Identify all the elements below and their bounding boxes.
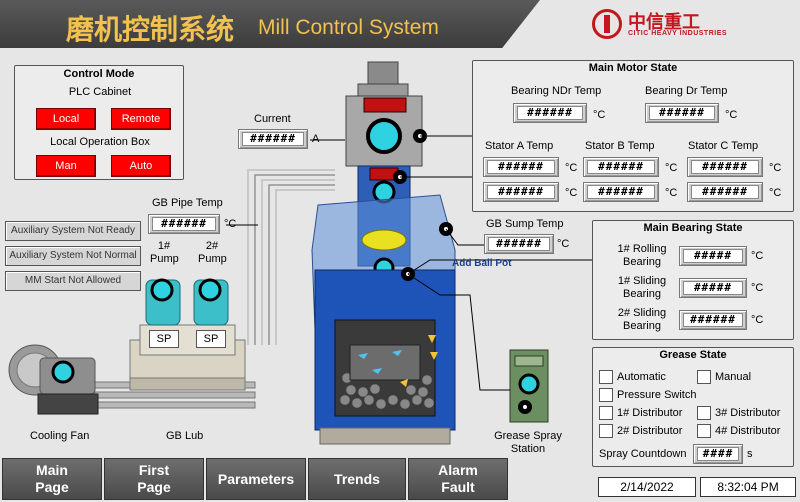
add-ball-pot-label: Add Ball Pot (452, 258, 512, 269)
gb-pipe-temp-field: ###### (148, 214, 220, 234)
page-title-chinese: 磨机控制系统 (66, 13, 235, 46)
distributor-1-checkbox[interactable] (599, 406, 613, 420)
bearing-ndr-temp-unit: °C (593, 109, 606, 121)
stator-b-unit-1: °C (665, 162, 678, 174)
stator-b-temp-label: Stator B Temp (585, 140, 655, 152)
spray-countdown-unit: s (747, 448, 753, 460)
plc-cabinet-label: PLC Cabinet (68, 86, 132, 98)
bearing-row-3-unit: °C (751, 314, 764, 326)
pump-2-label: 2#Pump (198, 240, 227, 265)
page-title-english: Mill Control System (258, 16, 439, 39)
bearing-row-1-unit: °C (751, 250, 764, 262)
aux-not-ready-indicator: Auxiliary System Not Ready (5, 221, 141, 241)
distributor-4-label: 4# Distributor (715, 425, 781, 437)
man-button[interactable]: Man (36, 155, 96, 177)
grease-state-panel: Grease State Automatic Manual Pressure S… (592, 347, 794, 467)
stator-a-temp-field-2: ###### (483, 182, 559, 202)
bearing-row-2-unit: °C (751, 282, 764, 294)
manual-label: Manual (715, 371, 752, 383)
distributor-3-checkbox[interactable] (697, 406, 711, 420)
control-mode-panel: Control Mode PLC Cabinet Local Remote Lo… (14, 65, 184, 180)
stator-a-unit-1: °C (565, 162, 578, 174)
stator-a-temp-field-1: ###### (483, 157, 559, 177)
time-display: 8:32:04 PM (700, 477, 796, 497)
trends-button[interactable]: Trends (308, 458, 406, 500)
spray-countdown-field: #### (693, 444, 743, 464)
distributor-4-checkbox[interactable] (697, 424, 711, 438)
bearing-row-3-field: ###### (679, 310, 747, 330)
bearing-row-2-field: ##### (679, 278, 747, 298)
title-band (0, 0, 540, 48)
stator-a-temp-label: Stator A Temp (485, 140, 554, 152)
parameters-button[interactable]: Parameters (206, 458, 306, 500)
local-button[interactable]: Local (36, 108, 96, 130)
aux-not-normal-indicator: Auxiliary System Not Normal (5, 246, 141, 266)
sp-2-indicator: SP (196, 330, 226, 348)
pressure-switch-checkbox[interactable] (599, 388, 613, 402)
pressure-switch-label: Pressure Switch (617, 389, 697, 401)
bearing-dr-temp-label: Bearing Dr Temp (645, 85, 728, 97)
current-unit: A (312, 133, 320, 145)
main-motor-state-panel: Main Motor State Bearing NDr Temp ######… (472, 60, 794, 212)
logo-text-english: CITIC HEAVY INDUSTRIES (628, 30, 728, 37)
sp-1-indicator: SP (149, 330, 179, 348)
control-mode-title: Control Mode (63, 68, 135, 80)
gb-lub-label: GB Lub (166, 430, 204, 442)
bearing-dr-temp-unit: °C (725, 109, 738, 121)
local-operation-box-label: Local Operation Box (50, 136, 150, 148)
date-display: 2/14/2022 (598, 477, 696, 497)
bearing-ndr-temp-label: Bearing NDr Temp (511, 85, 602, 97)
bearing-row-1-field: ##### (679, 246, 747, 266)
spray-countdown-label: Spray Countdown (599, 448, 687, 460)
stator-c-temp-label: Stator C Temp (688, 140, 759, 152)
gb-sump-temp-field: ###### (484, 234, 554, 254)
manual-checkbox[interactable] (697, 370, 711, 384)
main-bearing-state-title: Main Bearing State (643, 222, 743, 234)
stator-c-unit-1: °C (769, 162, 782, 174)
bearing-dr-temp-field: ###### (645, 103, 719, 123)
distributor-3-label: 3# Distributor (715, 407, 781, 419)
stator-c-temp-field-1: ###### (687, 157, 763, 177)
gb-pipe-temp-label: GB Pipe Temp (152, 197, 223, 209)
cooling-fan-label: Cooling Fan (30, 430, 90, 442)
stator-a-unit-2: °C (565, 187, 578, 199)
stator-b-unit-2: °C (665, 187, 678, 199)
remote-button[interactable]: Remote (111, 108, 171, 130)
stator-c-temp-field-2: ###### (687, 182, 763, 202)
stator-b-temp-field-1: ###### (583, 157, 659, 177)
distributor-1-label: 1# Distributor (617, 407, 683, 419)
stator-b-temp-field-2: ###### (583, 182, 659, 202)
stator-c-unit-2: °C (769, 187, 782, 199)
mm-start-not-allowed-indicator: MM Start Not Allowed (5, 271, 141, 291)
main-motor-state-title: Main Motor State (588, 62, 678, 74)
current-label: Current (254, 113, 291, 125)
pump-1-label: 1#Pump (150, 240, 179, 265)
bearing-ndr-temp-field: ###### (513, 103, 587, 123)
automatic-label: Automatic (617, 371, 666, 383)
citic-logo-icon (592, 9, 622, 39)
grease-state-title: Grease State (659, 349, 727, 361)
auto-button[interactable]: Auto (111, 155, 171, 177)
logo-text-chinese: 中信重工 (628, 12, 700, 33)
distributor-2-checkbox[interactable] (599, 424, 613, 438)
current-field: ###### (238, 129, 308, 149)
gb-sump-temp-label: GB Sump Temp (486, 218, 564, 230)
gb-sump-temp-unit: °C (557, 238, 570, 250)
automatic-checkbox[interactable] (599, 370, 613, 384)
distributor-2-label: 2# Distributor (617, 425, 683, 437)
gb-pipe-temp-unit: °C (224, 218, 237, 230)
